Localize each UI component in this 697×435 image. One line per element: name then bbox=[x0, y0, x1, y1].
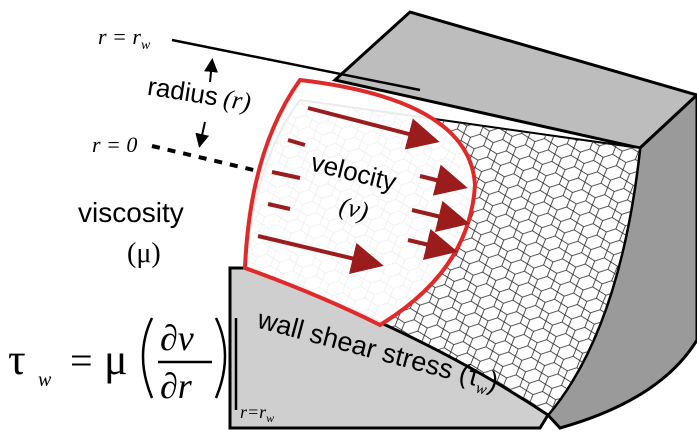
equation-denominator: ∂r bbox=[160, 366, 193, 406]
equation-tau-sub: w bbox=[38, 369, 52, 391]
center-radius-label: r = 0 bbox=[92, 132, 137, 157]
equation-numerator: ∂v bbox=[160, 318, 194, 358]
equation-equals: = bbox=[70, 338, 93, 383]
viscosity-label: viscosity bbox=[78, 197, 184, 228]
svg-text:radius(r): radius(r) bbox=[146, 71, 254, 117]
equation-eval: r=rw bbox=[240, 402, 274, 425]
velocity-arrow bbox=[307, 106, 440, 150]
left-paren bbox=[141, 317, 154, 399]
wall-shear-equation: τ w = μ ∂v ∂r r=rw bbox=[8, 317, 274, 425]
svg-text:(ν): (ν) bbox=[336, 191, 371, 226]
velocity-arrow bbox=[267, 202, 291, 211]
velocity-arrow bbox=[257, 234, 384, 275]
velocity-arrow bbox=[287, 138, 306, 147]
wall-radius-line bbox=[171, 38, 421, 92]
right-paren bbox=[214, 317, 227, 399]
wall-radius-label: r = rw bbox=[98, 24, 151, 53]
radius-arrow-up bbox=[204, 58, 218, 83]
wall-top-face bbox=[331, 10, 697, 150]
velocity-arrow bbox=[419, 164, 468, 196]
velocity-arrow bbox=[271, 170, 301, 180]
velocity-arrow bbox=[407, 228, 458, 261]
velocity-arrows bbox=[257, 106, 470, 275]
equation-tau: τ bbox=[8, 335, 26, 384]
radius-label: radius(r) bbox=[146, 71, 254, 117]
velocity-arrow bbox=[411, 200, 470, 232]
equation-mu: μ bbox=[104, 335, 128, 384]
centerline bbox=[151, 144, 263, 174]
viscosity-symbol: (μ) bbox=[127, 238, 161, 269]
radius-arrow-down bbox=[195, 121, 210, 148]
